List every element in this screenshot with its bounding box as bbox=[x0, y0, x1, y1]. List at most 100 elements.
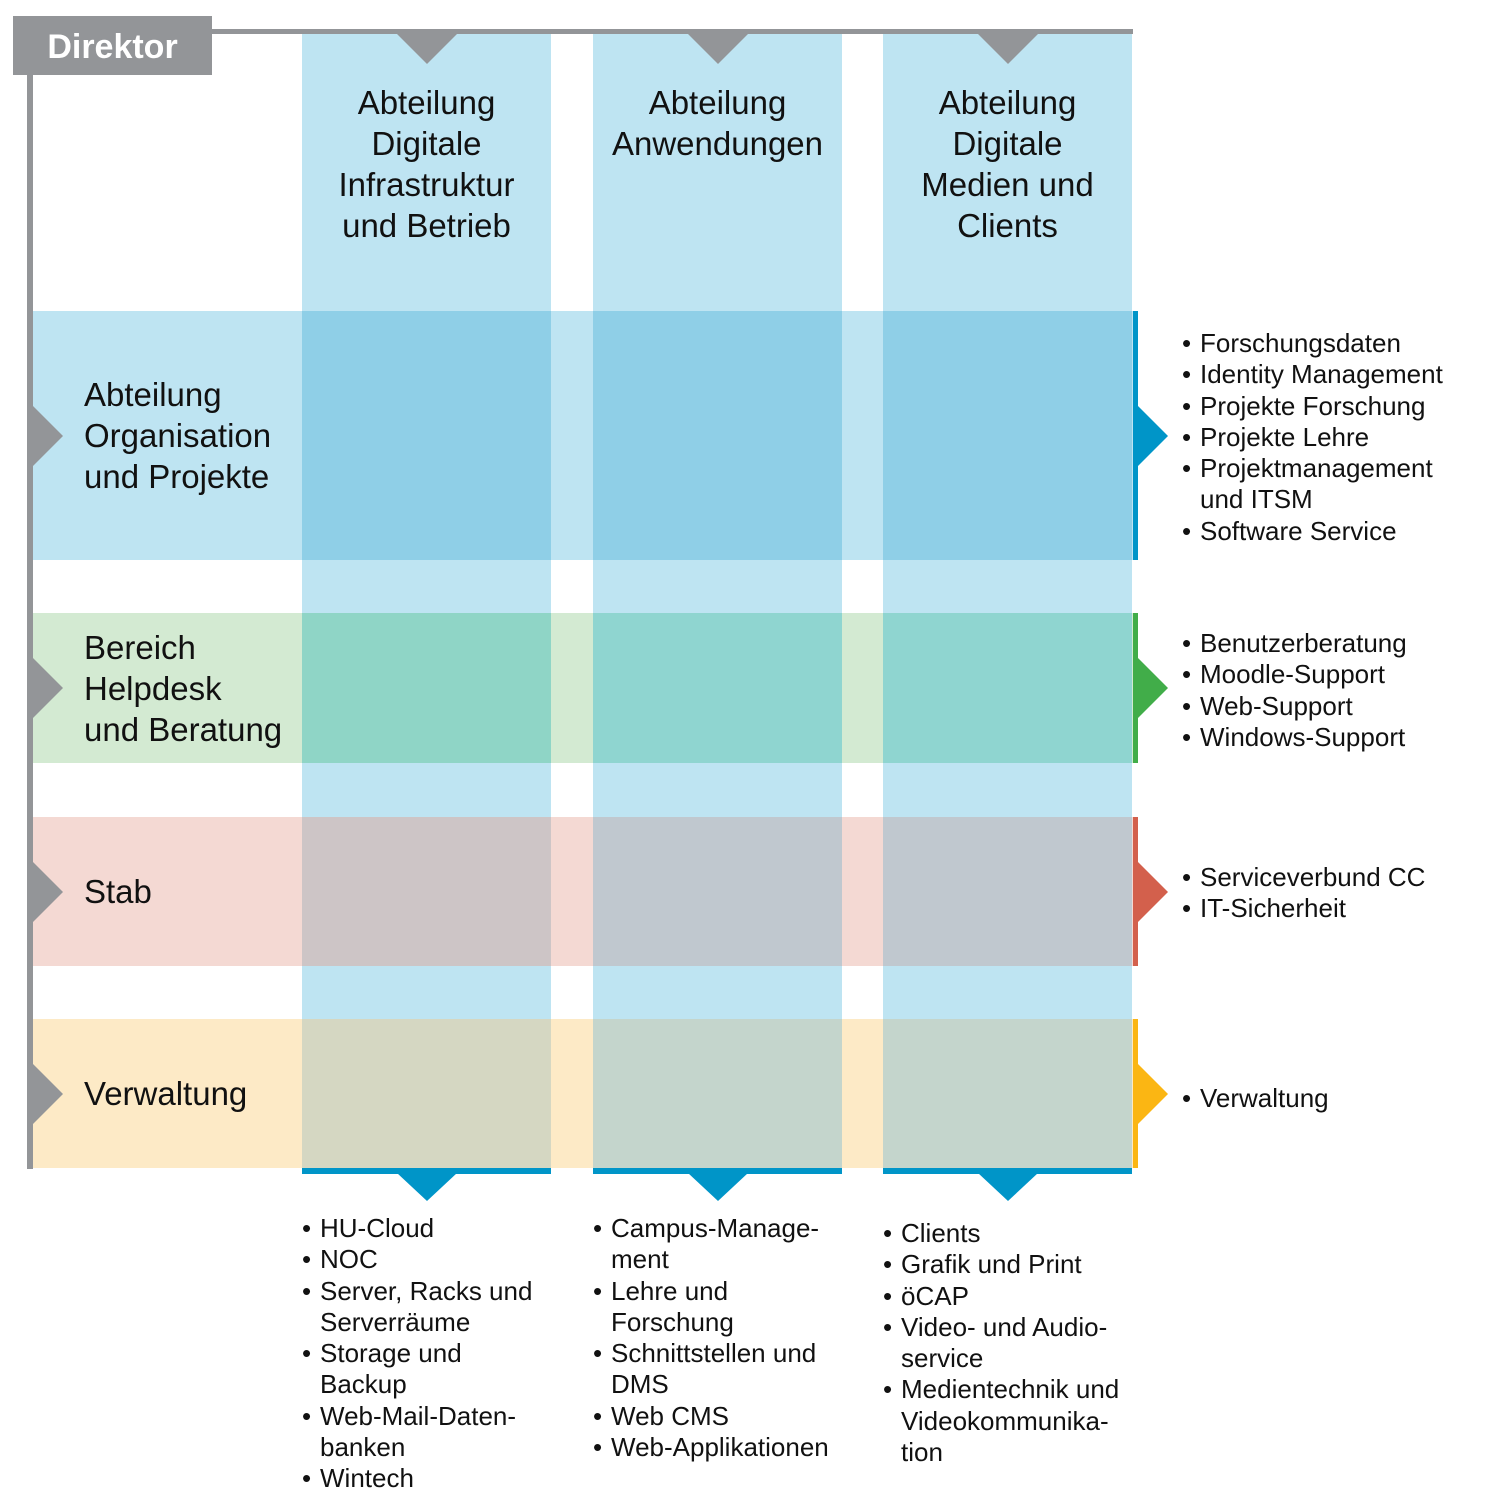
row-accent-arrow-icon bbox=[1138, 861, 1168, 922]
list-item: Web-Mail-Daten-banken bbox=[302, 1401, 552, 1464]
list-item: Medientechnik und Videokommunika-tion bbox=[883, 1374, 1133, 1468]
column-title-line: Digitale bbox=[371, 125, 482, 162]
column-title-line: Clients bbox=[957, 207, 1058, 244]
list-item: Serviceverbund CC bbox=[1182, 862, 1482, 894]
list-item: Clients bbox=[883, 1218, 1133, 1250]
row-arrow-icon bbox=[33, 405, 63, 466]
list-item: Windows-Support bbox=[1182, 722, 1482, 754]
row-task-list: ForschungsdatenIdentity ManagementProjek… bbox=[1182, 328, 1482, 547]
row-title-line: Verwaltung bbox=[84, 1075, 248, 1112]
list-item: öCAP bbox=[883, 1281, 1133, 1313]
list-item: Video- und Audio-service bbox=[883, 1312, 1133, 1375]
intersection-cell bbox=[883, 1019, 1132, 1168]
intersection-cell bbox=[593, 817, 842, 966]
director-connector-line bbox=[212, 29, 1133, 34]
row-arrow-icon bbox=[33, 658, 63, 718]
row-title: Verwaltung bbox=[84, 1073, 247, 1114]
column-arrow-icon bbox=[397, 34, 457, 64]
intersection-cell bbox=[593, 311, 842, 560]
row-0 bbox=[33, 311, 1133, 560]
director-box: Direktor bbox=[13, 16, 212, 75]
list-item: Projektmanagement und ITSM bbox=[1182, 453, 1482, 516]
row-title-line: Abteilung bbox=[84, 376, 222, 413]
intersection-cell bbox=[302, 1019, 551, 1168]
row-task-list: Verwaltung bbox=[1182, 1083, 1482, 1115]
column-title-line: Medien und bbox=[921, 166, 1094, 203]
row-accent-bar bbox=[1133, 613, 1138, 763]
column-bottom-arrow-icon bbox=[397, 1173, 457, 1201]
list-item: Web-Applikationen bbox=[593, 1432, 843, 1464]
column-title-line: Anwendungen bbox=[611, 125, 824, 162]
list-item: Projekte Forschung bbox=[1182, 391, 1482, 423]
row-title-line: Helpdesk bbox=[84, 669, 222, 707]
row-3 bbox=[33, 1019, 1133, 1168]
column-task-list: Campus-Manage-mentLehre und ForschungSch… bbox=[593, 1213, 843, 1464]
list-item: Web CMS bbox=[593, 1401, 843, 1433]
row-task-list: BenutzerberatungMoodle-SupportWeb-Suppor… bbox=[1182, 628, 1482, 753]
list-item: Server, Racks und Serverräume bbox=[302, 1276, 552, 1339]
column-bottom-arrow-icon bbox=[978, 1173, 1038, 1201]
column-2 bbox=[883, 34, 1132, 1168]
list-item: Benutzerberatung bbox=[1182, 628, 1482, 660]
row-2 bbox=[33, 817, 1133, 966]
row-title-line: Organisation bbox=[84, 417, 272, 454]
column-title-line: Abteilung bbox=[357, 84, 496, 121]
intersection-cell bbox=[593, 1019, 842, 1168]
list-item: NOC bbox=[302, 1244, 552, 1276]
row-accent-bar bbox=[1133, 817, 1138, 966]
column-title-line: und Betrieb bbox=[342, 207, 511, 244]
column-title-line: Abteilung bbox=[648, 84, 787, 121]
column-arrow-icon bbox=[978, 34, 1038, 64]
list-item: Wintech bbox=[302, 1463, 552, 1495]
column-task-list: HU-CloudNOCServer, Racks und Serverräume… bbox=[302, 1213, 552, 1495]
row-accent-bar bbox=[1133, 1019, 1138, 1168]
row-accent-arrow-icon bbox=[1138, 1063, 1168, 1124]
column-title-line: Infrastruktur bbox=[338, 166, 515, 203]
intersection-cell bbox=[302, 311, 551, 560]
row-1 bbox=[33, 613, 1133, 763]
intersection-cell bbox=[302, 817, 551, 966]
column-bottom-bar bbox=[302, 1168, 551, 1174]
list-item: Storage und Backup bbox=[302, 1338, 552, 1401]
intersection-cell bbox=[883, 311, 1132, 560]
intersection-cell bbox=[302, 613, 551, 763]
list-item: Campus-Manage-ment bbox=[593, 1213, 843, 1276]
column-bottom-bar bbox=[883, 1168, 1132, 1174]
intersection-cell bbox=[883, 613, 1132, 763]
row-title-line: und Beratung bbox=[84, 710, 283, 748]
column-title-line: Digitale bbox=[952, 125, 1063, 162]
row-title-line: und Projekte bbox=[84, 458, 270, 495]
list-item: Verwaltung bbox=[1182, 1083, 1482, 1115]
column-bottom-arrow-icon bbox=[688, 1173, 748, 1201]
column-0 bbox=[302, 34, 551, 1168]
row-accent-arrow-icon bbox=[1138, 405, 1168, 466]
list-item: HU-Cloud bbox=[302, 1213, 552, 1245]
row-title-line: Stab bbox=[84, 873, 152, 910]
list-item: Moodle-Support bbox=[1182, 659, 1482, 691]
list-item: IT-Sicherheit bbox=[1182, 893, 1482, 925]
list-item: Identity Management bbox=[1182, 359, 1482, 391]
column-bottom-bar bbox=[593, 1168, 842, 1174]
row-arrow-icon bbox=[33, 861, 63, 922]
column-task-list: ClientsGrafik und PrintöCAPVideo- und Au… bbox=[883, 1218, 1133, 1468]
list-item: Projekte Lehre bbox=[1182, 422, 1482, 454]
list-item: Software Service bbox=[1182, 516, 1482, 548]
column-1 bbox=[593, 34, 842, 1168]
list-item: Grafik und Print bbox=[883, 1249, 1133, 1281]
list-item: Schnittstellen und DMS bbox=[593, 1338, 843, 1401]
column-arrow-icon bbox=[688, 34, 748, 64]
row-title: Stab bbox=[84, 871, 152, 912]
column-title-line: Abteilung bbox=[938, 84, 1077, 121]
list-item: Web-Support bbox=[1182, 691, 1482, 723]
director-vertical-line bbox=[27, 75, 33, 1169]
list-item: Forschungsdaten bbox=[1182, 328, 1482, 360]
row-accent-arrow-icon bbox=[1138, 658, 1168, 718]
row-task-list: Serviceverbund CCIT-Sicherheit bbox=[1182, 862, 1482, 925]
row-arrow-icon bbox=[33, 1063, 63, 1124]
intersection-cell bbox=[593, 613, 842, 763]
